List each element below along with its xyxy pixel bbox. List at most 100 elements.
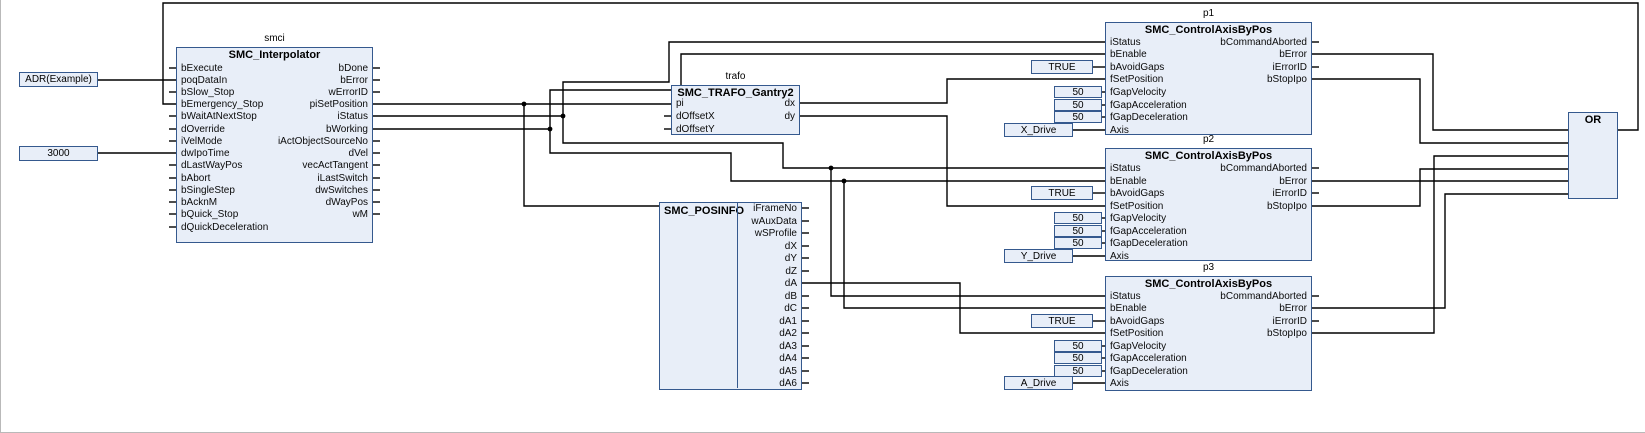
struct-field-dA5[interactable]: dA5 [779,366,797,377]
pin-smci-dQuickDeceleration[interactable]: dQuickDeceleration [181,222,269,233]
value-box-p1-gap-velocity-50[interactable]: 50 [1054,86,1102,98]
value-box-p2-gap-velocity-50[interactable]: 50 [1054,212,1102,224]
pin-p1-fGapAcceleration[interactable]: fGapAcceleration [1110,100,1187,111]
wire-p3-bstopipo-to-or[interactable] [1312,155,1568,334]
pin-p3-bEnable[interactable]: bEnable [1110,303,1147,314]
value-box-p3-true[interactable]: TRUE [1031,314,1093,328]
struct-field-dX[interactable]: dX [784,241,797,252]
pin-p1-bCommandAborted[interactable]: bCommandAborted [1220,37,1307,48]
value-box-p1-true[interactable]: TRUE [1031,60,1093,74]
wire-istatus-to-p2[interactable] [562,116,1105,169]
pin-smci-bError[interactable]: bError [340,75,368,86]
value-box-ipo-time-3000[interactable]: 3000 [19,146,98,161]
wire-trafo-dy-to-p2-fsetposition[interactable] [800,115,1105,207]
pin-smci-bAcknM[interactable]: bAcknM [181,197,218,208]
wire-istatus-to-p1[interactable] [373,41,1105,117]
pin-p2-fGapDeceleration[interactable]: fGapDeceleration [1110,238,1188,249]
wire-or-output-to-bemergency-stop[interactable] [162,2,1639,131]
pin-smci-bDone[interactable]: bDone [338,63,368,74]
value-box-p1-gap-acceleration-50[interactable]: 50 [1054,99,1102,111]
pin-smci-dOverride[interactable]: dOverride [181,124,225,135]
pin-smci-vecActTangent[interactable]: vecActTangent [302,160,368,171]
pin-p2-Axis[interactable]: Axis [1110,251,1129,262]
pin-smci-piSetPosition[interactable]: piSetPosition [309,99,368,110]
pin-smci-bExecute[interactable]: bExecute [181,63,223,74]
pin-p1-bEnable[interactable]: bEnable [1110,49,1147,60]
wire-p2-bstopipo-to-or[interactable] [1312,168,1568,207]
pin-smci-iLastSwitch[interactable]: iLastSwitch [317,173,368,184]
pin-p3-fGapVelocity[interactable]: fGapVelocity [1110,341,1167,352]
pin-smci-bQuick_Stop[interactable]: bQuick_Stop [181,209,239,220]
struct-field-dY[interactable]: dY [784,253,797,264]
wire-posinfo-da-to-p3-fsetposition[interactable] [802,282,1105,334]
pin-smci-dwSwitches[interactable]: dwSwitches [315,185,368,196]
pin-p1-bStopIpo[interactable]: bStopIpo [1266,74,1307,85]
pin-smci-wErrorID[interactable]: wErrorID [328,87,368,98]
pin-p2-bEnable[interactable]: bEnable [1110,176,1147,187]
pin-smci-dLastWayPos[interactable]: dLastWayPos [181,160,243,171]
pin-trafo-dx[interactable]: dx [784,98,795,109]
value-box-adr-example[interactable]: ADR(Example) [19,72,98,87]
pin-trafo-dOffsetX[interactable]: dOffsetX [676,111,715,122]
pin-p3-bCommandAborted[interactable]: bCommandAborted [1220,291,1307,302]
value-box-p2-gap-deceleration-50[interactable]: 50 [1054,237,1102,249]
fb-block-or[interactable]: OR [1568,112,1618,199]
value-box-p3-gap-deceleration-50[interactable]: 50 [1054,365,1102,377]
wire-pisetposition-to-posinfo[interactable] [523,104,659,207]
pin-p1-fGapDeceleration[interactable]: fGapDeceleration [1110,112,1188,123]
pin-smci-dWayPos[interactable]: dWayPos [325,197,368,208]
pin-p3-fGapDeceleration[interactable]: fGapDeceleration [1110,366,1188,377]
struct-field-dA[interactable]: dA [784,278,797,289]
pin-p3-fGapAcceleration[interactable]: fGapAcceleration [1110,353,1187,364]
value-box-x-drive[interactable]: X_Drive [1004,123,1073,137]
pin-p3-bStopIpo[interactable]: bStopIpo [1266,328,1307,339]
struct-field-dC[interactable]: dC [784,303,797,314]
pin-p2-fGapVelocity[interactable]: fGapVelocity [1110,213,1167,224]
struct-field-dA2[interactable]: dA2 [779,328,797,339]
pin-p3-bError[interactable]: bError [1279,303,1307,314]
wire-istatus-to-p3[interactable] [830,168,1105,297]
struct-field-iFrameNo[interactable]: iFrameNo [753,203,797,214]
pin-smci-poqDataIn[interactable]: poqDataIn [181,75,228,86]
pin-p3-iErrorID[interactable]: iErrorID [1272,316,1307,327]
struct-field-dZ[interactable]: dZ [785,266,797,277]
pin-smci-bWorking[interactable]: bWorking [325,124,368,135]
pin-smci-bAbort[interactable]: bAbort [181,173,211,184]
struct-field-dA3[interactable]: dA3 [779,341,797,352]
pin-p2-bAvoidGaps[interactable]: bAvoidGaps [1110,188,1165,199]
pin-smci-bEmergency_Stop[interactable]: bEmergency_Stop [181,99,264,110]
pin-p1-iErrorID[interactable]: iErrorID [1272,62,1307,73]
value-box-p2-true[interactable]: TRUE [1031,186,1093,200]
struct-field-dA4[interactable]: dA4 [779,353,797,364]
pin-p1-fSetPosition[interactable]: fSetPosition [1110,74,1164,85]
pin-smci-iActObjectSourceNo[interactable]: iActObjectSourceNo [277,136,368,147]
value-box-p2-gap-acceleration-50[interactable]: 50 [1054,225,1102,237]
value-box-y-drive[interactable]: Y_Drive [1004,249,1073,263]
pin-p2-bCommandAborted[interactable]: bCommandAborted [1220,163,1307,174]
pin-p3-Axis[interactable]: Axis [1110,378,1129,389]
pin-smci-dwIpoTime[interactable]: dwIpoTime [181,148,230,159]
pin-trafo-pi[interactable]: pi [676,98,684,109]
value-box-p1-gap-deceleration-50[interactable]: 50 [1054,111,1102,123]
pin-p1-bAvoidGaps[interactable]: bAvoidGaps [1110,62,1165,73]
struct-field-wSProfile[interactable]: wSProfile [754,228,797,239]
pin-p2-fSetPosition[interactable]: fSetPosition [1110,201,1164,212]
pin-p2-iStatus[interactable]: iStatus [1110,163,1141,174]
pin-smci-wM[interactable]: wM [352,209,368,220]
pin-smci-bSlow_Stop[interactable]: bSlow_Stop [181,87,235,98]
pin-smci-dVel[interactable]: dVel [348,148,368,159]
pin-p2-bStopIpo[interactable]: bStopIpo [1266,201,1307,212]
pin-p3-bAvoidGaps[interactable]: bAvoidGaps [1110,316,1165,327]
pin-p2-fGapAcceleration[interactable]: fGapAcceleration [1110,226,1187,237]
struct-field-dB[interactable]: dB [784,291,797,302]
wire-p3-berror-to-or[interactable] [1312,193,1568,309]
pin-smci-iVelMode[interactable]: iVelMode [181,136,223,147]
pin-smci-bWaitAtNextStop[interactable]: bWaitAtNextStop [181,111,257,122]
pin-smci-bSingleStep[interactable]: bSingleStep [181,185,235,196]
pin-p3-fSetPosition[interactable]: fSetPosition [1110,328,1164,339]
wire-trafo-dx-to-p1-fsetposition[interactable] [800,78,1105,104]
value-box-p3-gap-acceleration-50[interactable]: 50 [1054,352,1102,364]
